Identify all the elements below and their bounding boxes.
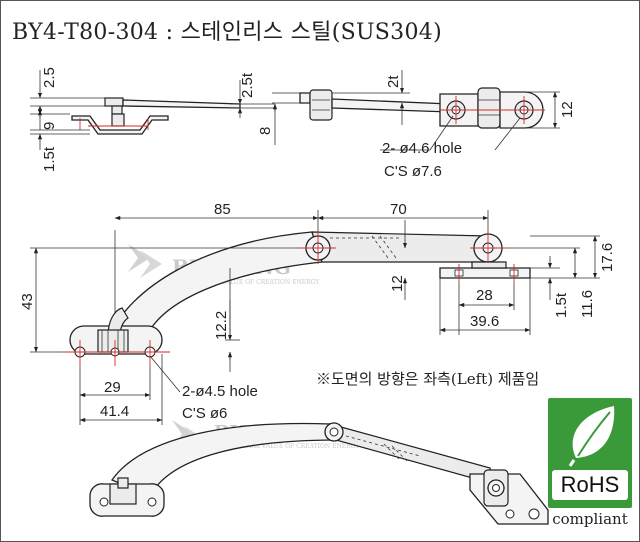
dim-right-28: 28 — [476, 287, 493, 304]
drawing-title: BY4-T80-304 : 스테인리스 스틸(SUS304) — [12, 20, 442, 45]
dim-length-left: 85 — [214, 201, 231, 218]
side-view-left — [30, 70, 275, 150]
rohs-badge: RoHS compliant — [548, 398, 632, 534]
dim-side-thickness-top: 2.5 — [41, 67, 58, 88]
hole-note-right-2: C'S ø7.6 — [384, 163, 442, 180]
rohs-badge-background: RoHS — [548, 398, 632, 508]
dim-right-11-6: 11.6 — [579, 290, 596, 318]
side-view-right — [272, 70, 560, 151]
dim-right-1-5t: 1.5t — [553, 292, 570, 318]
dim-right-39-6: 39.6 — [470, 313, 499, 330]
hole-note-left-1: 2-ø4.5 hole — [182, 383, 258, 400]
dim-side-thickness-bottom: 1.5t — [41, 146, 58, 172]
hole-note-right-1: 2- ø4.6 hole — [382, 140, 462, 157]
dim-right-17-6: 17.6 — [599, 243, 616, 272]
dim-right-thickness: 2t — [385, 75, 402, 88]
leaf-icon — [568, 406, 615, 467]
watermark-tagline-bottom: COMMERCIAL VALUE OF CREATION ENERGY — [214, 443, 360, 450]
orientation-note: ※도면의 방향은 좌측(Left) 제품임 — [316, 370, 539, 388]
dim-right-width: 12 — [559, 101, 576, 118]
dim-side-plate: 2.5t — [239, 72, 256, 98]
dim-offset-12-2: 12.2 — [213, 311, 230, 340]
hole-note-left-2: C'S ø6 — [182, 405, 227, 422]
front-view — [30, 210, 600, 425]
dim-side-height: 9 — [41, 122, 58, 130]
dim-right-height: 8 — [257, 127, 274, 135]
dim-height-total: 43 — [19, 293, 36, 310]
dim-length-right: 70 — [390, 201, 407, 218]
dim-right-12: 12 — [389, 275, 406, 292]
dim-left-41-4: 41.4 — [100, 403, 129, 420]
isometric-view — [89, 422, 549, 525]
watermark-tagline-top: COMMERCIAL VALUE OF CREATION ENERGY — [174, 279, 320, 286]
rohs-compliant-label: compliant — [552, 510, 628, 528]
rohs-label: RoHS — [552, 470, 628, 500]
dim-left-29: 29 — [104, 379, 121, 396]
